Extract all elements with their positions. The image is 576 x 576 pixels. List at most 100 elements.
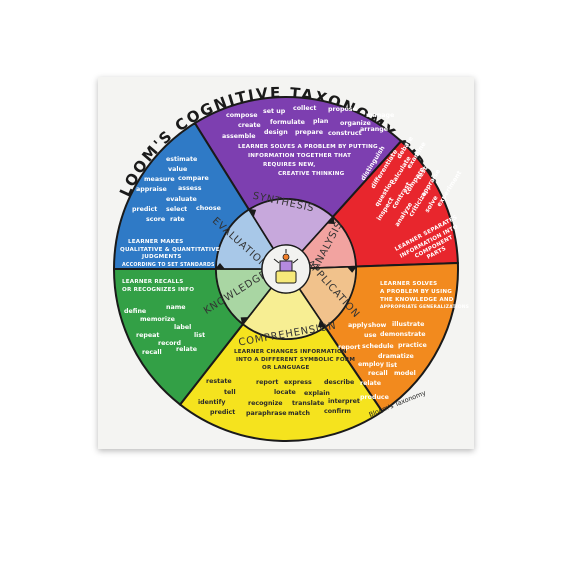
verb-identify: identify	[198, 399, 225, 406]
verb-compare: compare	[178, 175, 209, 182]
verb-recognize: recognize	[248, 400, 283, 407]
verb-relate: relate	[360, 380, 381, 387]
synthesis-description-line: REQUIRES NEW,	[263, 162, 316, 168]
verb-repeat: repeat	[136, 332, 159, 339]
verb-design: design	[264, 129, 288, 136]
verb-memorize: memorize	[140, 316, 175, 323]
verb-match: match	[288, 410, 310, 417]
verb-score: score	[146, 216, 165, 223]
verb-apply: apply	[348, 322, 368, 329]
cycle-arrow-line	[250, 212, 273, 248]
evaluation-description-line: LEARNER MAKES	[128, 239, 183, 245]
cycle-arrow-head	[326, 216, 335, 224]
comprehension-description-line: INTO A DIFFERENT SYMBOLIC FORM	[236, 357, 355, 363]
verb-demonstrate: demonstrate	[380, 331, 426, 338]
verb-translate: translate	[292, 400, 324, 407]
verb-label: label	[174, 324, 191, 331]
verb-choose: choose	[196, 205, 221, 212]
application-description-line: APPROPRIATE GENERALIZATIONS	[380, 304, 469, 310]
verb-express: express	[284, 379, 312, 386]
verb-explain: explain	[304, 390, 330, 397]
cycle-arrow-head	[215, 263, 225, 269]
verb-practice: practice	[398, 342, 427, 349]
verb-appraise: appraise	[136, 186, 167, 193]
verb-collect: collect	[293, 105, 316, 112]
verb-assemble: assemble	[222, 133, 256, 140]
verb-formulate: formulate	[270, 119, 305, 126]
verb-set-up: set up	[263, 108, 286, 115]
verb-describe: describe	[324, 379, 354, 386]
verb-organize: organize	[340, 120, 371, 127]
knowledge-description-line: LEARNER RECALLS	[122, 279, 184, 285]
verb-estimate: estimate	[166, 156, 197, 163]
verb-produce: produce	[360, 394, 389, 401]
verb-confirm: confirm	[324, 408, 351, 415]
verb-list: list	[194, 332, 205, 339]
verb-arrange: arrange	[360, 126, 388, 133]
cycle-arrow-line	[302, 219, 331, 251]
verb-measure: measure	[144, 176, 175, 183]
taxonomy-wheel: BLOOM'S COGNITIVE TAXONOMY CIRCLE SYNTHE…	[98, 77, 469, 442]
verb-show: show	[368, 322, 387, 329]
cycle-arrow-head	[248, 208, 257, 218]
synthesis-description-line: CREATIVE THINKING	[278, 171, 345, 177]
comprehension-description-line: LEARNER CHANGES INFORMATION	[234, 349, 347, 355]
verb-value: value	[168, 166, 187, 173]
verb-report: report	[338, 344, 360, 351]
evaluation-description-line: QUALITATIVE & QUANTITATIVE	[120, 247, 220, 253]
cycle-arrow-head	[346, 266, 357, 273]
verb-name: name	[166, 304, 186, 311]
synthesis-description-line: LEARNER SOLVES A PROBLEM BY PUTTING	[238, 144, 378, 150]
cycle-arrow-head	[240, 317, 249, 325]
verb-manage: manage	[366, 112, 394, 119]
verb-propose: propose	[328, 106, 357, 113]
verb-experiment: experiment	[436, 170, 464, 208]
application-description-line: A PROBLEM BY USING	[380, 289, 452, 295]
comprehension-verbs: LEARNER CHANGES INFORMATION INTO A DIFFE…	[198, 349, 360, 417]
verb-compose: compose	[226, 112, 257, 119]
verb-recall: recall	[142, 349, 162, 356]
verb-list: list	[386, 362, 397, 369]
synthesis-description-line: INFORMATION TOGETHER THAT	[248, 153, 351, 159]
verb-plan: plan	[313, 118, 328, 125]
cycle-arrow-line	[244, 289, 271, 322]
verb-employ: employ	[358, 361, 384, 368]
cycle-arrow-line	[311, 265, 352, 269]
verb-construct: construct	[328, 130, 362, 137]
verb-predict: predict	[132, 206, 157, 213]
cycle-arrows	[215, 208, 357, 328]
evaluation-verbs: estimate value measure compare appraise …	[120, 156, 221, 268]
evaluation-description-line: ACCORDING TO SET STANDARDS	[122, 262, 215, 268]
knowledge-description-line: OR RECOGNIZES INFO	[122, 287, 194, 293]
verb-model: model	[394, 370, 416, 377]
cycle-arrow-line	[299, 290, 324, 325]
verb-relate: relate	[176, 346, 197, 353]
knowledge-verbs: LEARNER RECALLS OR RECOGNIZES INFO defin…	[122, 279, 205, 356]
evaluation-description-line: JUDGMENTS	[141, 254, 182, 260]
verb-dramatize: dramatize	[378, 353, 414, 360]
verb-predict: predict	[210, 409, 235, 416]
verb-tell: tell	[224, 389, 236, 396]
verb-interpret: interpret	[328, 398, 360, 405]
poster-canvas: BLOOM'S COGNITIVE TAXONOMY CIRCLE SYNTHE…	[98, 77, 474, 449]
verb-schedule: schedule	[362, 343, 394, 350]
verb-recall: recall	[368, 370, 388, 377]
verb-evaluate: evaluate	[166, 196, 197, 203]
verb-rate: rate	[170, 216, 185, 223]
verb-report: report	[256, 379, 278, 386]
verb-restate: restate	[206, 378, 232, 385]
thinking-head-icon	[273, 249, 299, 284]
application-description-line: THE KNOWLEDGE AND	[380, 297, 454, 303]
verb-locate: locate	[274, 389, 296, 396]
cycle-arrow-head	[317, 319, 326, 328]
application-description-line: LEARNER SOLVES	[380, 281, 437, 287]
verb-assess: assess	[178, 185, 202, 192]
synthesis-verbs: compose set up collect propose manage cr…	[222, 105, 394, 177]
verb-paraphrase: paraphrase	[246, 410, 286, 417]
verb-define: define	[124, 308, 146, 315]
verb-create: create	[238, 122, 261, 129]
verb-select: select	[166, 206, 187, 213]
verb-illustrate: illustrate	[392, 321, 424, 328]
verb-use: use	[364, 332, 377, 339]
verb-prepare: prepare	[295, 129, 323, 136]
